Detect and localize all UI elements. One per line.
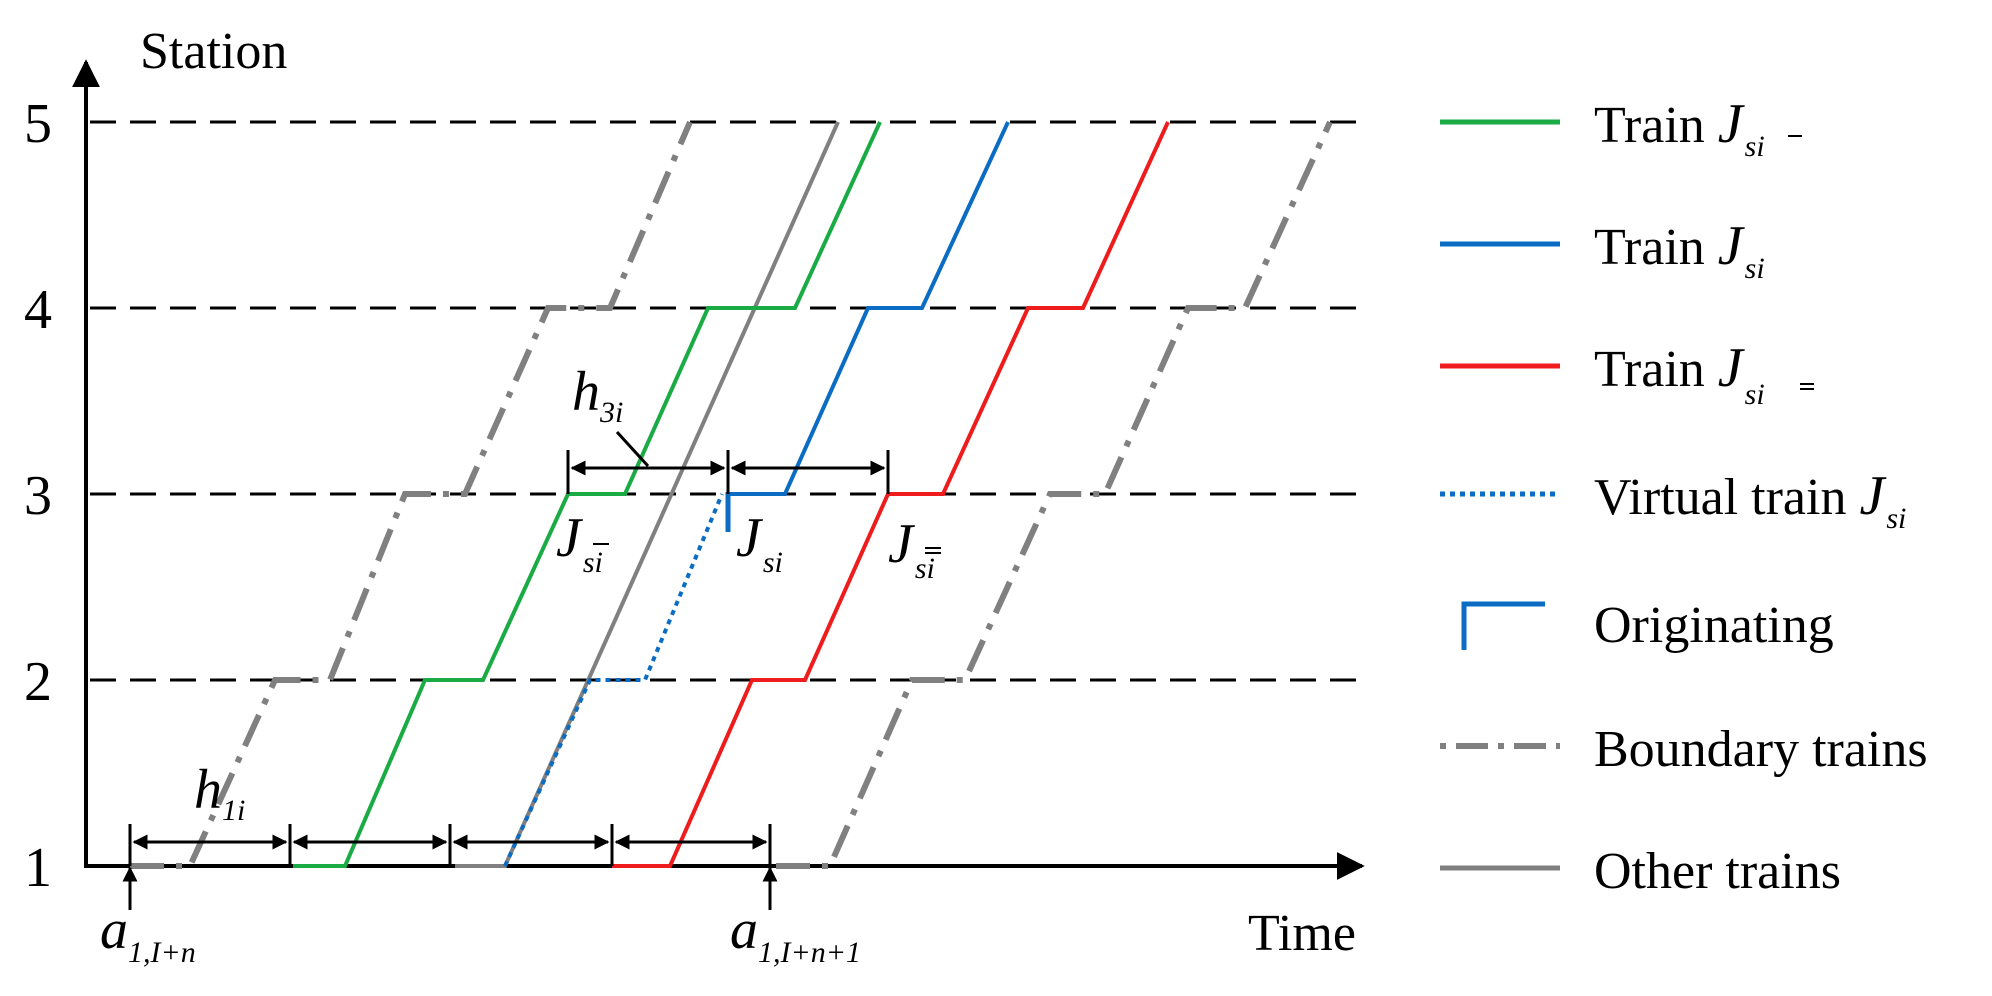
legend-label-originating: Originating xyxy=(1594,597,1834,654)
h3-headway-arrows xyxy=(566,430,890,494)
legend-label-train-jsi: Train Jsi xyxy=(1594,215,1765,285)
station-tick-3: 3 xyxy=(24,465,52,527)
station-tick-2: 2 xyxy=(24,651,52,713)
j-left-label: Jsi xyxy=(556,507,603,579)
station-tick-5: 5 xyxy=(24,93,52,155)
h3-leader-line xyxy=(615,430,650,468)
legend-label-train-jsbar: Train Jsi xyxy=(1594,93,1765,163)
h1-label: h1i xyxy=(194,759,245,827)
h1-headway-arrows xyxy=(128,824,772,866)
legend: Train Jsi Train Jsi Train Jsi Virtual tr… xyxy=(1440,93,1928,900)
legend-label-virtual-train: Virtual train Jsi xyxy=(1594,465,1906,535)
legend-label-boundary-trains: Boundary trains xyxy=(1594,721,1928,778)
x-axis-title: Time xyxy=(1248,905,1356,962)
j-mid-label: Jsi xyxy=(736,507,783,579)
station-tick-1: 1 xyxy=(24,837,52,899)
j-right-label: Jsi xyxy=(888,513,935,585)
y-axis-title: Station xyxy=(140,23,287,80)
legend-label-train-jsdbar: Train Jsi xyxy=(1594,337,1765,411)
virtual-train-path xyxy=(503,493,724,867)
boundary-train-right xyxy=(776,120,1333,869)
legend-swatch-originating xyxy=(1461,601,1545,650)
station-tick-4: 4 xyxy=(24,279,52,341)
station-gridlines xyxy=(90,120,1360,682)
a-right-label: a1,I+n+1 xyxy=(730,899,861,969)
h3-label: h3i xyxy=(572,361,623,429)
legend-label-other-trains: Other trains xyxy=(1594,843,1841,900)
train-jsi-path xyxy=(728,121,1010,496)
boundary-train-left xyxy=(130,120,693,869)
a-left-label: a1,I+n xyxy=(100,899,196,969)
